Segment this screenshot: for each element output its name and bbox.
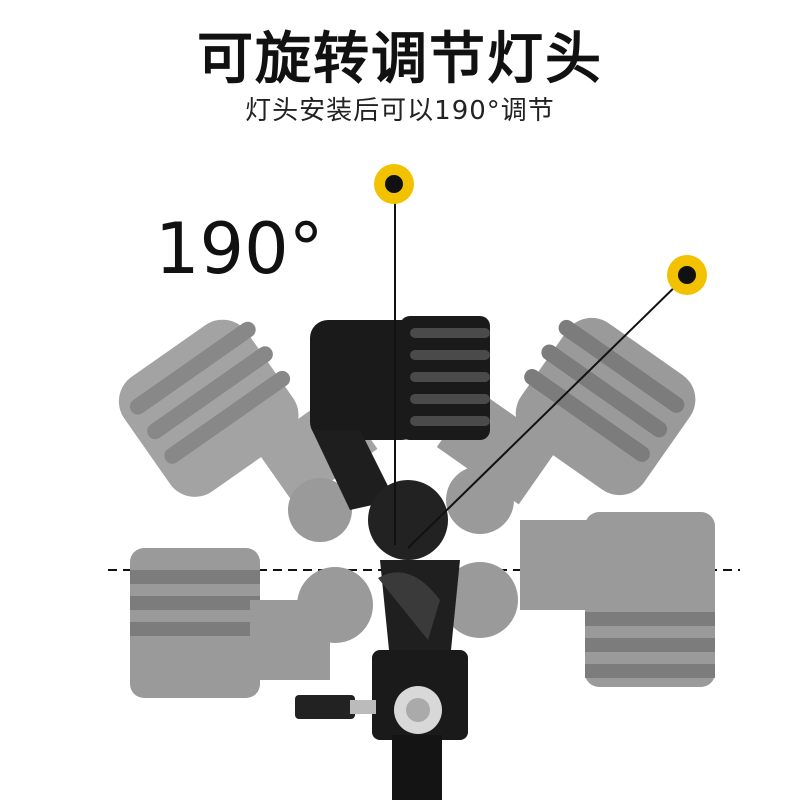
rotation-angle-label: 190° bbox=[155, 208, 324, 290]
lamp-knob bbox=[368, 480, 448, 560]
marker-right-inner bbox=[678, 266, 696, 284]
stand-pole bbox=[392, 735, 442, 800]
ghost-head-left bbox=[130, 548, 373, 698]
ghost-knob-right bbox=[446, 466, 514, 534]
ghost-head-right bbox=[442, 512, 715, 687]
marker-top-inner bbox=[385, 175, 403, 193]
page-subtitle: 灯头安装后可以190°调节 bbox=[245, 96, 555, 126]
page-title: 可旋转调节灯头 bbox=[197, 27, 603, 92]
stand-bracket bbox=[295, 560, 468, 740]
tilted-axis-line bbox=[407, 274, 688, 549]
lamp-head-upright bbox=[310, 316, 490, 510]
ghost-knob-left bbox=[288, 478, 352, 542]
